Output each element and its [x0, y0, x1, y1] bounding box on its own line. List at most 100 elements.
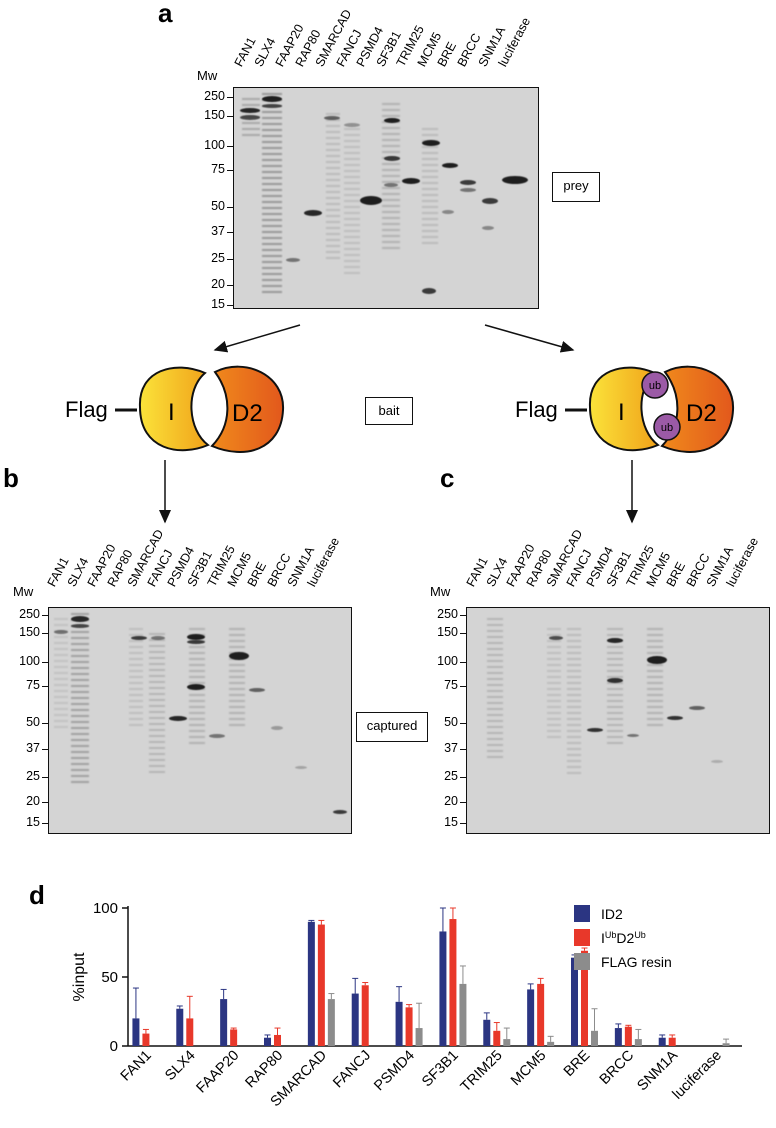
x-tick-label: PSMD4: [371, 1048, 418, 1095]
bar-iubd2ub-brcc: [624, 1026, 632, 1046]
bar-flag-resin-brcc: [634, 1039, 642, 1046]
flag-label-right: Flag: [515, 397, 558, 422]
arrow-to-left-diagram: [213, 324, 301, 353]
panel-b-mw-title: Mw: [13, 584, 34, 599]
gel-band: [71, 624, 89, 628]
gel-band: [402, 178, 420, 184]
gel-smear: [547, 628, 561, 738]
mw-marker-50: 50: [26, 715, 40, 729]
gel-smear: [242, 98, 260, 138]
mw-marker-37: 37: [444, 741, 458, 755]
x-tick-label: SF3B1: [419, 1048, 462, 1091]
bar-id2-fancj: [351, 993, 359, 1046]
bar-iubd2ub-bre: [581, 950, 588, 1046]
gel-band: [460, 188, 476, 192]
bait-label: bait: [365, 397, 413, 425]
mw-tick: [42, 662, 49, 664]
x-tick-label: SLX4: [162, 1048, 198, 1084]
gel-band: [607, 678, 623, 683]
gel-band: [229, 652, 249, 660]
legend-swatch-2: [574, 953, 590, 970]
gel-smear: [54, 618, 68, 728]
panel-d-letter: d: [29, 880, 45, 910]
mw-marker-37: 37: [26, 741, 40, 755]
gel-band: [689, 706, 705, 710]
bar-iubd2ub-slx4: [186, 1018, 194, 1046]
bar-flag-resin-trim25: [503, 1039, 511, 1046]
mw-marker-50: 50: [211, 199, 225, 213]
x-tick-label: BRCC: [597, 1048, 637, 1088]
captured-label: captured: [356, 712, 428, 742]
gel-band: [169, 716, 187, 721]
panel-c-mw-title: Mw: [430, 584, 451, 599]
bar-iubd2ub-rap80: [274, 1034, 281, 1046]
id2-complex-diagram: Flag I D2: [65, 365, 285, 453]
bar-flag-resin-sf3b1: [459, 983, 467, 1046]
mw-marker-15: 15: [444, 815, 458, 829]
mw-marker-20: 20: [444, 794, 458, 808]
mw-tick: [460, 633, 467, 635]
legend-label-2: FLAG resin: [601, 954, 672, 970]
mw-tick: [227, 97, 234, 99]
legend-swatch-1: [574, 929, 590, 946]
y-tick-label: 0: [110, 1038, 118, 1055]
mw-marker-100: 100: [19, 654, 40, 668]
gel-band: [187, 684, 205, 690]
prey-label: prey: [552, 172, 600, 202]
gel-smear: [262, 93, 282, 293]
x-tick-label: RAP80: [243, 1048, 287, 1092]
mw-marker-15: 15: [211, 297, 225, 311]
gel-smear: [229, 628, 245, 728]
mw-marker-25: 25: [211, 251, 225, 265]
gel-band: [711, 760, 723, 763]
gel-smear: [567, 628, 581, 778]
bait-diagram: Flag I D2 Flag I D2 ub ub: [65, 324, 735, 524]
mw-tick: [227, 285, 234, 287]
gel-band: [262, 96, 282, 102]
bar-iubd2ub-fan1: [142, 1033, 150, 1046]
gel-band: [549, 636, 563, 640]
mw-tick: [227, 232, 234, 234]
gel-smear: [189, 628, 205, 748]
legend-label-1: IUbD2Ub: [601, 930, 646, 946]
gel-band: [502, 176, 528, 184]
gel-band: [607, 638, 623, 643]
gel-smear: [344, 128, 360, 278]
gel-band: [460, 180, 476, 185]
gel-band: [384, 156, 400, 161]
x-tick-label: MCM5: [508, 1048, 550, 1090]
subunit-i-left: I: [168, 399, 175, 426]
x-tick-label: FAAP20: [194, 1048, 243, 1097]
gel-band: [131, 636, 147, 640]
gel-band: [262, 104, 282, 108]
x-tick-label: FANCJ: [330, 1048, 374, 1092]
bar-id2-trim25: [483, 1019, 491, 1046]
captured-gel-id2-image: [48, 607, 352, 834]
mw-marker-150: 150: [204, 108, 225, 122]
mw-tick: [227, 305, 234, 307]
gel-smear: [647, 628, 663, 728]
panel-b-letter: b: [3, 463, 19, 493]
mw-marker-250: 250: [437, 607, 458, 621]
mw-tick: [460, 615, 467, 617]
gel-band: [54, 630, 68, 634]
gel-band: [384, 118, 400, 123]
subunit-d2-left: D2: [232, 400, 263, 427]
bar-iubd2ub-sf3b1: [449, 919, 457, 1046]
bar-iubd2ub-faap20: [230, 1029, 238, 1046]
mw-marker-75: 75: [26, 678, 40, 692]
mw-tick: [460, 662, 467, 664]
bar-id2-sf3b1: [439, 931, 447, 1046]
gel-band: [333, 810, 347, 814]
bar-id2-smarcad: [307, 921, 315, 1046]
mw-tick: [460, 802, 467, 804]
gel-smear: [149, 633, 165, 773]
gel-band: [422, 288, 436, 294]
mw-tick: [460, 723, 467, 725]
gel-band: [647, 656, 667, 664]
mw-marker-100: 100: [204, 138, 225, 152]
x-tick-label: FAN1: [118, 1048, 155, 1085]
gel-band: [295, 766, 307, 769]
gel-band: [384, 183, 398, 187]
mw-tick: [42, 686, 49, 688]
